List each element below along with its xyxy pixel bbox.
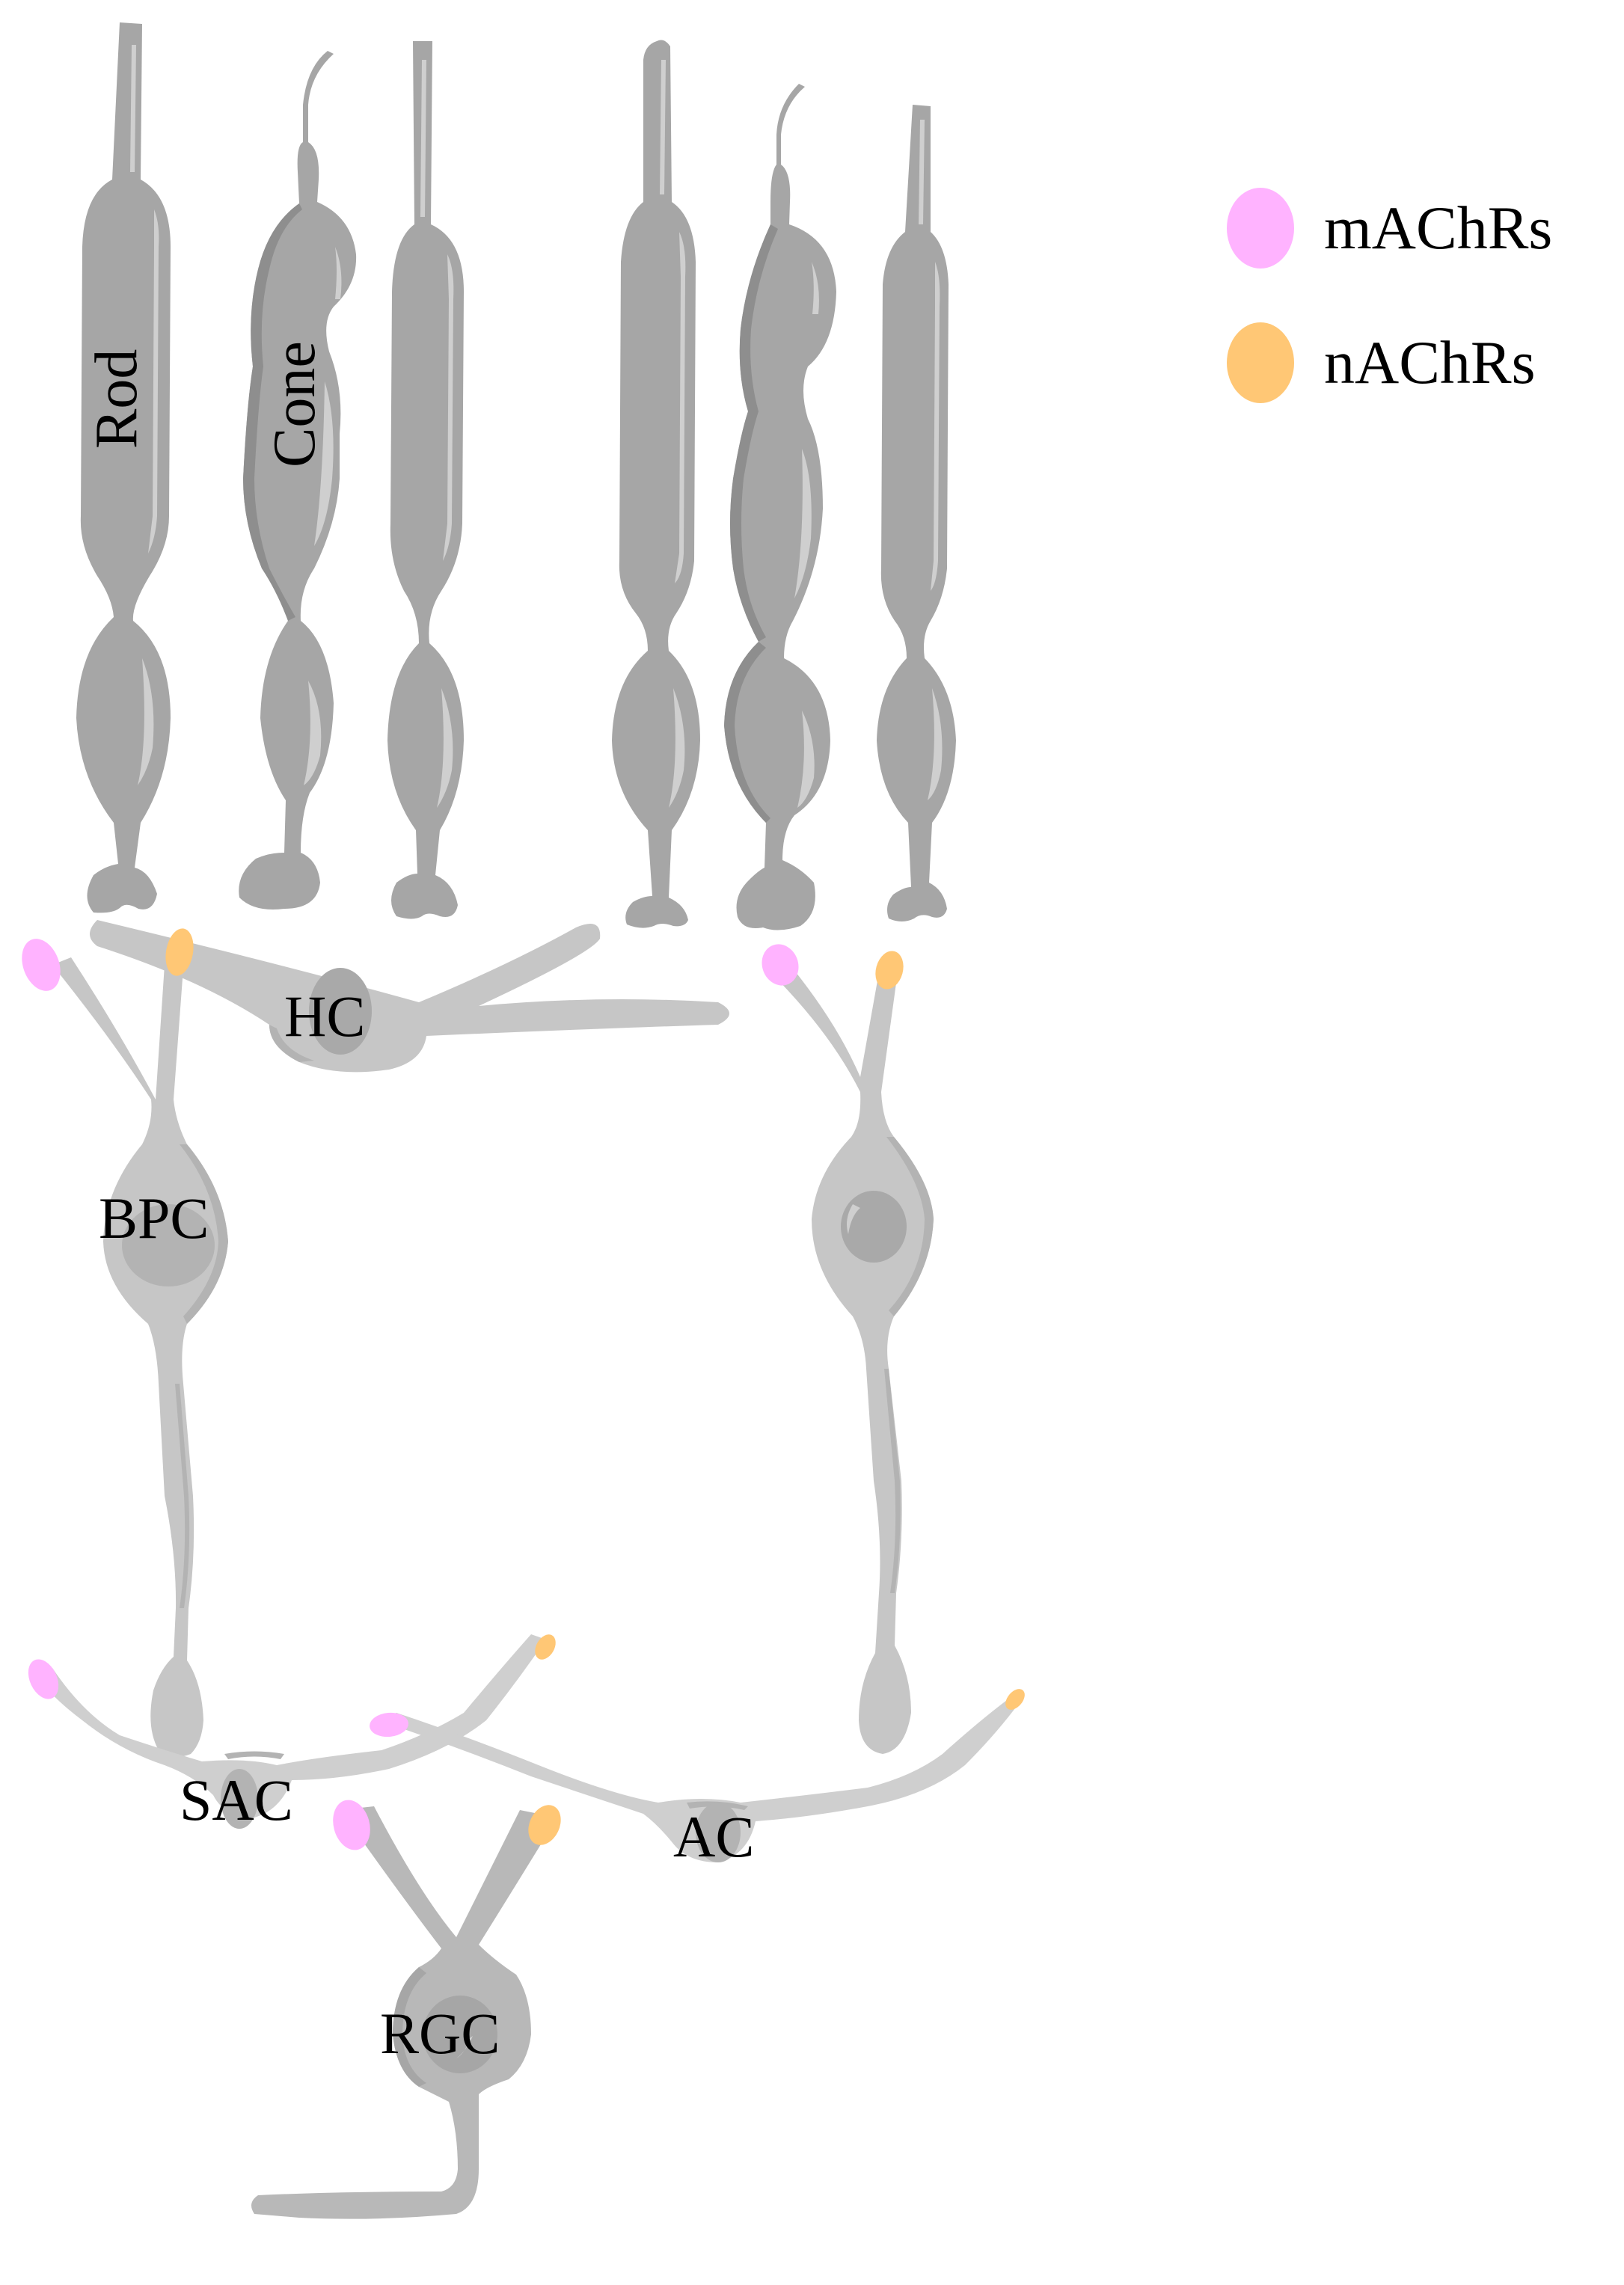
n-receptor: [535, 1634, 556, 1660]
rgc-label: RGC: [380, 2001, 500, 2066]
rod-label: Rod: [84, 349, 150, 449]
m-receptor: [22, 939, 61, 991]
n-receptor: [165, 928, 194, 976]
amacrine-cell: [370, 1689, 1025, 1862]
m-receptor: [762, 944, 799, 986]
rod-3: [612, 40, 700, 928]
nachrs-swatch-icon: [1227, 322, 1294, 403]
cone-label: Cone: [262, 341, 328, 467]
bipolar-cell-right: [762, 944, 934, 1754]
rod-1: [76, 22, 171, 913]
rod-2: [387, 41, 464, 919]
legend-label: mAChRs: [1324, 194, 1553, 262]
legend-label: nAChRs: [1324, 328, 1536, 396]
m-receptor: [28, 1659, 59, 1699]
starburst-amacrine-cell: [28, 1634, 556, 1829]
n-receptor: [1005, 1689, 1025, 1710]
legend-item-machrs: mAChRs: [1227, 172, 1552, 284]
retinal-ganglion-cell: [251, 1800, 561, 2219]
rod-4: [877, 105, 956, 921]
bipolar-cell-left: [22, 928, 228, 1757]
horizontal-cell: [90, 920, 729, 1073]
hc-label: HC: [284, 984, 365, 1049]
ac-label: AC: [673, 1804, 754, 1869]
n-receptor: [528, 1805, 561, 1845]
machrs-swatch-icon: [1227, 188, 1294, 269]
m-receptor: [333, 1800, 370, 1850]
legend-item-nachrs: nAChRs: [1227, 307, 1552, 419]
legend: mAChRs nAChRs: [1227, 172, 1552, 441]
n-receptor: [875, 951, 904, 990]
m-receptor: [370, 1712, 408, 1737]
bpc-label: BPC: [99, 1186, 209, 1251]
cone-2: [724, 84, 836, 930]
sac-label: SAC: [180, 1767, 293, 1832]
cone-1: [239, 51, 357, 910]
